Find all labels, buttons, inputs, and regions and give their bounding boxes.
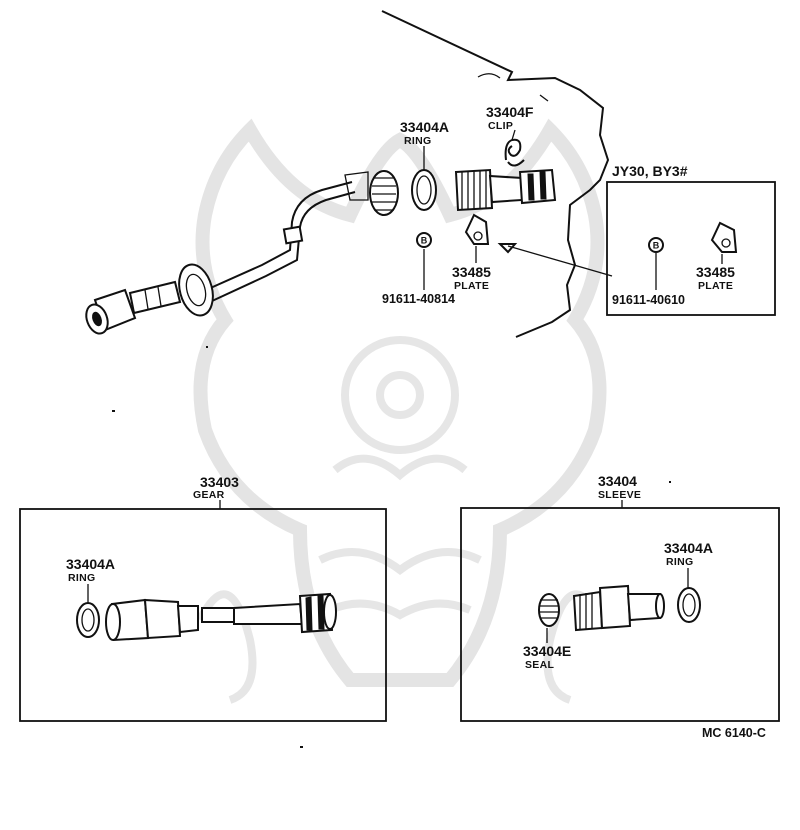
sleeve-name: SLEEVE xyxy=(598,489,641,501)
gear-ring-number: 33404A xyxy=(66,556,115,572)
bolt-main-symbol: B xyxy=(421,236,428,246)
sleeve-ring-number: 33404A xyxy=(664,540,713,556)
bolt-variant-number: 91611-40610 xyxy=(612,293,685,307)
sleeve-box xyxy=(460,507,780,722)
variant-box xyxy=(606,181,776,316)
seal-number: 33404E xyxy=(523,643,571,659)
bolt-main-number: 91611-40814 xyxy=(382,292,455,306)
watermark-emblem xyxy=(193,118,607,704)
variant-title: JY30, BY3# xyxy=(612,163,688,179)
top-labels: 33404A RING 33404F CLIP B 91611-40814 33… xyxy=(382,104,534,306)
gear-name: GEAR xyxy=(193,489,225,501)
plate-variant-number: 33485 xyxy=(696,264,735,280)
variant-inset: JY30, BY3# B 91611-40610 33485 PLATE xyxy=(606,163,776,316)
speedometer-cable-assembly xyxy=(85,138,557,335)
ring-top-name: RING xyxy=(404,135,431,147)
diagram-code: MC 6140-C xyxy=(702,726,766,740)
gear-box xyxy=(19,508,387,722)
sleeve-ring-name: RING xyxy=(666,556,693,568)
sleeve-number: 33404 xyxy=(598,473,637,489)
gear-ring-name: RING xyxy=(68,572,95,584)
ring-top-number: 33404A xyxy=(400,119,449,135)
leader-lines-main xyxy=(423,129,613,290)
seal-name: SEAL xyxy=(525,659,554,671)
gear-breakdown: 33403 GEAR 33404A RING xyxy=(19,474,387,722)
sleeve-breakdown: 33404 SLEEVE 33404A RING 33404E SEAL xyxy=(460,473,780,722)
gear-number: 33403 xyxy=(200,474,239,490)
bolt-variant-symbol: B xyxy=(653,241,660,251)
plate-main-name: PLATE xyxy=(454,280,489,292)
scan-specks xyxy=(112,346,671,748)
transmission-housing xyxy=(381,10,610,338)
clip-number: 33404F xyxy=(486,104,534,120)
clip-name: CLIP xyxy=(488,120,513,132)
plate-main-number: 33485 xyxy=(452,264,491,280)
plate-variant-name: PLATE xyxy=(698,280,733,292)
